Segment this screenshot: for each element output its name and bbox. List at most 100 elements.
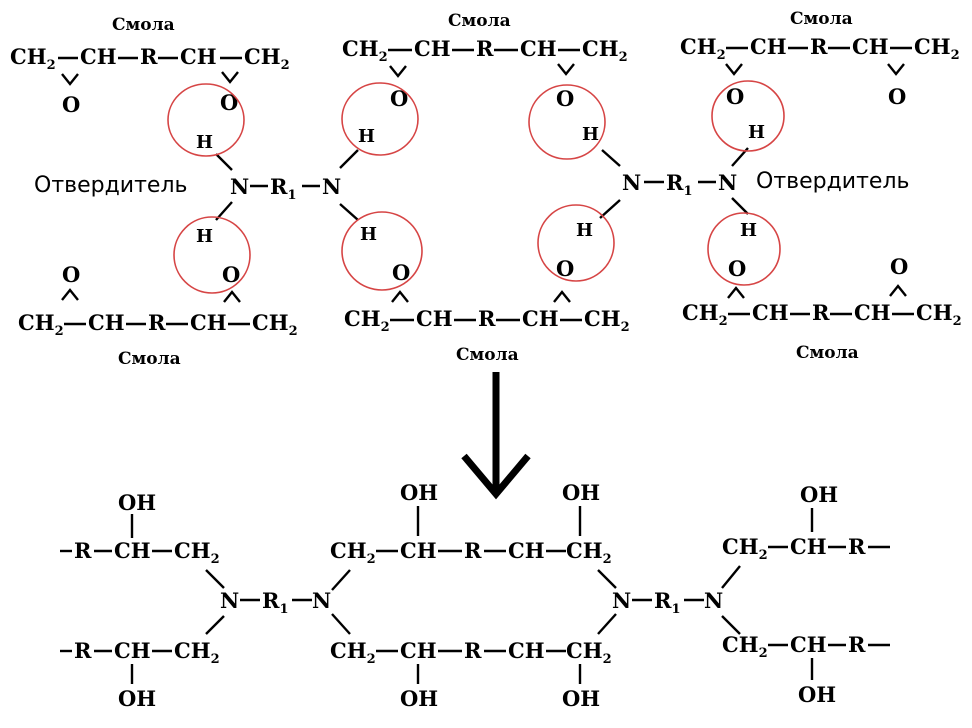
atom-o: O bbox=[392, 260, 410, 285]
atom-ch2: CH2 bbox=[342, 36, 388, 65]
hardener-2: N R1 N Отвердитель H H H H bbox=[576, 122, 909, 241]
atom-o: O bbox=[220, 90, 238, 115]
atom-n: N bbox=[322, 174, 341, 199]
atom-r: R bbox=[464, 638, 482, 663]
resin-4: O O CH2 CH R CH CH2 Смола bbox=[18, 262, 298, 369]
hardener-label: Отвердитель bbox=[756, 169, 909, 194]
atom-ch2: CH2 bbox=[18, 310, 64, 339]
opened-bond bbox=[389, 65, 407, 78]
atom-ch: CH bbox=[520, 36, 557, 61]
reaction-site-circle bbox=[711, 80, 785, 152]
atom-ch2: CH2 bbox=[252, 310, 298, 339]
atom-oh: OH bbox=[118, 490, 156, 515]
atom-h: H bbox=[196, 132, 213, 153]
resin-label: Смола bbox=[118, 349, 181, 369]
atom-ch: CH bbox=[80, 44, 117, 69]
atom-ch: CH bbox=[790, 632, 827, 657]
atom-o: O bbox=[62, 92, 80, 117]
atom-r: R bbox=[812, 300, 830, 325]
bond bbox=[205, 569, 225, 589]
cured-network: OH R CH CH2 N R1 N R CH CH2 OH CH2 OH CH… bbox=[60, 480, 890, 711]
reaction-site-circle bbox=[173, 216, 251, 294]
atom-ch: CH bbox=[400, 638, 437, 663]
atom-n: N bbox=[230, 174, 249, 199]
atom-h: H bbox=[358, 126, 375, 147]
reaction-arrow bbox=[461, 372, 531, 500]
atom-r: R bbox=[848, 534, 866, 559]
atom-o: O bbox=[222, 262, 240, 287]
epoxide-bond bbox=[887, 63, 905, 76]
bond bbox=[721, 565, 741, 589]
bond bbox=[339, 203, 359, 221]
resin-label: Смола bbox=[790, 9, 853, 29]
atom-ch: CH bbox=[508, 638, 545, 663]
atom-o: O bbox=[556, 256, 574, 281]
resin-label: Смола bbox=[112, 15, 175, 35]
atom-ch2: CH2 bbox=[582, 36, 628, 65]
atom-ch2: CH2 bbox=[244, 44, 290, 73]
atom-r1: R1 bbox=[262, 588, 289, 617]
atom-r: R bbox=[140, 44, 158, 69]
atom-r1: R1 bbox=[654, 588, 681, 617]
opened-bond bbox=[221, 71, 239, 84]
atom-r1: R1 bbox=[270, 174, 297, 203]
resin-label: Смола bbox=[796, 343, 859, 363]
atom-h: H bbox=[196, 226, 213, 247]
atom-o: O bbox=[390, 86, 408, 111]
atom-oh: OH bbox=[400, 686, 438, 711]
atom-h: H bbox=[740, 220, 757, 241]
reaction-site-circles bbox=[167, 80, 785, 294]
atom-ch: CH bbox=[114, 638, 151, 663]
epoxide-bond bbox=[61, 73, 79, 86]
atom-ch: CH bbox=[414, 36, 451, 61]
atom-ch: CH bbox=[114, 538, 151, 563]
atom-ch: CH bbox=[752, 300, 789, 325]
atom-ch: CH bbox=[852, 34, 889, 59]
atom-n: N bbox=[622, 170, 641, 195]
atom-r: R bbox=[74, 538, 92, 563]
atom-n: N bbox=[312, 588, 331, 613]
atom-r: R bbox=[464, 538, 482, 563]
atom-ch2: CH2 bbox=[330, 538, 376, 567]
atom-ch: CH bbox=[790, 534, 827, 559]
reaction-site-circle bbox=[537, 204, 615, 282]
bond bbox=[597, 569, 617, 589]
atom-n: N bbox=[612, 588, 631, 613]
atom-ch2: CH2 bbox=[10, 44, 56, 73]
atom-ch2: CH2 bbox=[344, 306, 390, 335]
atom-ch2: CH2 bbox=[916, 300, 962, 329]
resin-6: O O CH2 CH R CH CH2 Смола bbox=[682, 254, 962, 363]
atom-ch: CH bbox=[180, 44, 217, 69]
opened-bond bbox=[557, 63, 575, 76]
atom-r: R bbox=[476, 36, 494, 61]
atom-o: O bbox=[890, 254, 908, 279]
atom-ch: CH bbox=[400, 538, 437, 563]
atom-ch: CH bbox=[854, 300, 891, 325]
atom-o: O bbox=[556, 86, 574, 111]
resin-1: Смола CH2 CH R CH CH2 O O bbox=[10, 15, 290, 117]
bond bbox=[601, 149, 621, 167]
atom-r: R bbox=[848, 632, 866, 657]
atom-r1: R1 bbox=[666, 170, 693, 199]
resin-5: O O CH2 CH R CH CH2 Смола bbox=[344, 256, 630, 365]
atom-ch2: CH2 bbox=[566, 538, 612, 567]
atom-n: N bbox=[718, 170, 737, 195]
atom-r: R bbox=[810, 34, 828, 59]
opened-bond bbox=[553, 290, 571, 303]
opened-bond bbox=[391, 290, 409, 303]
atom-ch: CH bbox=[190, 310, 227, 335]
opened-bond bbox=[725, 63, 743, 76]
epoxide-bond bbox=[889, 284, 907, 297]
atom-o: O bbox=[888, 84, 906, 109]
resin-label: Смола bbox=[456, 345, 519, 365]
atom-o: O bbox=[62, 262, 80, 287]
atom-ch2: CH2 bbox=[722, 534, 768, 563]
epoxide-bond bbox=[61, 288, 79, 301]
bond bbox=[215, 153, 233, 171]
resin-2: Смола CH2 CH R CH CH2 O O bbox=[342, 11, 628, 111]
bond bbox=[331, 569, 351, 591]
atom-o: O bbox=[726, 84, 744, 109]
atom-r: R bbox=[148, 310, 166, 335]
atom-ch: CH bbox=[750, 34, 787, 59]
atom-oh: OH bbox=[118, 686, 156, 711]
